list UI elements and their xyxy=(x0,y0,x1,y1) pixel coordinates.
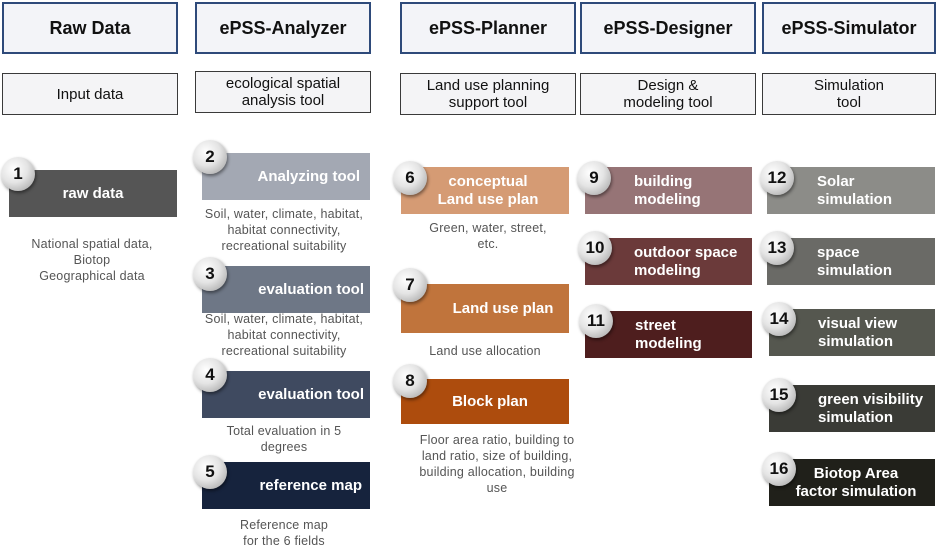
step-10-box: outdoor space modeling xyxy=(585,238,752,285)
step-15-badge: 15 xyxy=(762,378,796,412)
step-7-box: Land use plan xyxy=(401,284,569,333)
step-4-note: Total evaluation in 5 degrees xyxy=(226,424,342,454)
step-2-box: Analyzing tool xyxy=(202,153,370,200)
step-number: 12 xyxy=(767,168,787,187)
step-number: 14 xyxy=(769,309,789,328)
step-13-box: space simulation xyxy=(767,238,935,285)
step-2-label: Analyzing tool xyxy=(257,167,361,185)
step-12-badge: 12 xyxy=(760,161,794,195)
step-number: 8 xyxy=(405,371,415,390)
header-epss-simulator: ePSS-Simulator xyxy=(762,2,936,54)
step-4-box: evaluation tool xyxy=(202,371,370,418)
step-6-label: conceptual Land use plan xyxy=(437,172,539,208)
step-12-box: Solar simulation xyxy=(767,167,935,214)
subheader-raw-data: Input data xyxy=(2,73,178,115)
step-4-badge: 4 xyxy=(193,358,227,392)
step-number: 3 xyxy=(205,264,215,283)
step-number: 16 xyxy=(769,459,789,478)
step-15-box: green visibility simulation xyxy=(769,385,935,432)
step-16-box: Biotop Area factor simulation xyxy=(769,459,935,506)
step-number: 9 xyxy=(589,168,599,187)
step-1-label: raw data xyxy=(62,184,124,202)
step-16-label: Biotop Area factor simulation xyxy=(795,464,917,500)
step-1-box: raw data xyxy=(9,170,177,217)
step-9-badge: 9 xyxy=(577,161,611,195)
step-15-label: green visibility simulation xyxy=(818,390,924,426)
step-1-note: National spatial data, Biotop Geographic… xyxy=(31,237,153,283)
step-7-label: Land use plan xyxy=(452,299,554,317)
header-label: ePSS-Designer xyxy=(603,17,733,38)
step-number: 4 xyxy=(205,365,215,384)
step-6-box: conceptual Land use plan xyxy=(401,167,569,214)
step-3-badge: 3 xyxy=(193,257,227,291)
step-3-label: evaluation tool xyxy=(258,280,364,298)
subheader-planner: Land use planning support tool xyxy=(400,73,576,115)
step-5-box: reference map xyxy=(202,462,370,509)
step-2-note: Soil, water, climate, habitat, habitat c… xyxy=(204,207,364,253)
step-number: 2 xyxy=(205,147,215,166)
step-8-note: Floor area ratio, building to land ratio… xyxy=(419,433,575,495)
subheader-label: ecological spatial analysis tool xyxy=(225,75,341,109)
step-number: 7 xyxy=(405,275,415,294)
step-3-note: Soil, water, climate, habitat, habitat c… xyxy=(204,312,364,358)
step-3-box: evaluation tool xyxy=(202,266,370,313)
step-2-badge: 2 xyxy=(193,140,227,174)
step-number: 6 xyxy=(405,168,415,187)
header-raw-data: Raw Data xyxy=(2,2,178,54)
subheader-label: Land use planning support tool xyxy=(426,77,550,111)
header-label: ePSS-Planner xyxy=(428,17,548,38)
header-label: Raw Data xyxy=(49,17,131,38)
subheader-designer: Design & modeling tool xyxy=(580,73,756,115)
step-5-note: Reference map for the 6 fields xyxy=(239,518,329,548)
step-14-badge: 14 xyxy=(762,302,796,336)
step-number: 13 xyxy=(767,238,787,257)
step-14-box: visual view simulation xyxy=(769,309,935,356)
step-10-badge: 10 xyxy=(578,231,612,265)
step-7-note: Land use allocation xyxy=(429,344,541,358)
step-5-label: reference map xyxy=(259,476,362,494)
step-4-label: evaluation tool xyxy=(258,385,364,403)
header-epss-planner: ePSS-Planner xyxy=(400,2,576,54)
header-label: ePSS-Simulator xyxy=(781,17,917,38)
step-number: 11 xyxy=(587,311,605,330)
step-10-label: outdoor space modeling xyxy=(634,243,738,279)
step-number: 10 xyxy=(585,238,605,257)
step-8-label: Block plan xyxy=(452,392,528,410)
subheader-label: Input data xyxy=(56,85,124,103)
step-9-box: building modeling xyxy=(585,167,752,214)
subheader-label: Simulation tool xyxy=(813,77,885,111)
step-7-badge: 7 xyxy=(393,268,427,302)
step-number: 1 xyxy=(13,164,23,183)
subheader-analyzer: ecological spatial analysis tool xyxy=(195,71,371,113)
step-5-badge: 5 xyxy=(193,455,227,489)
subheader-simulator: Simulation tool xyxy=(762,73,936,115)
step-13-label: space simulation xyxy=(817,243,893,279)
step-1-badge: 1 xyxy=(1,157,35,191)
step-6-badge: 6 xyxy=(393,161,427,195)
header-epss-analyzer: ePSS-Analyzer xyxy=(195,2,371,54)
step-12-label: Solar simulation xyxy=(817,172,893,208)
step-14-label: visual view simulation xyxy=(818,314,898,350)
step-13-badge: 13 xyxy=(760,231,794,265)
header-epss-designer: ePSS-Designer xyxy=(580,2,756,54)
step-11-label: street modeling xyxy=(635,316,702,352)
step-11-badge: 11 xyxy=(579,304,613,338)
step-number: 5 xyxy=(205,462,215,481)
step-16-badge: 16 xyxy=(762,452,796,486)
step-9-label: building modeling xyxy=(634,172,701,208)
step-number: 15 xyxy=(769,385,789,404)
step-8-box: Block plan xyxy=(401,379,569,424)
step-8-badge: 8 xyxy=(393,364,427,398)
header-label: ePSS-Analyzer xyxy=(219,17,347,38)
step-6-note: Green, water, street, etc. xyxy=(429,221,547,251)
subheader-label: Design & modeling tool xyxy=(623,77,713,111)
